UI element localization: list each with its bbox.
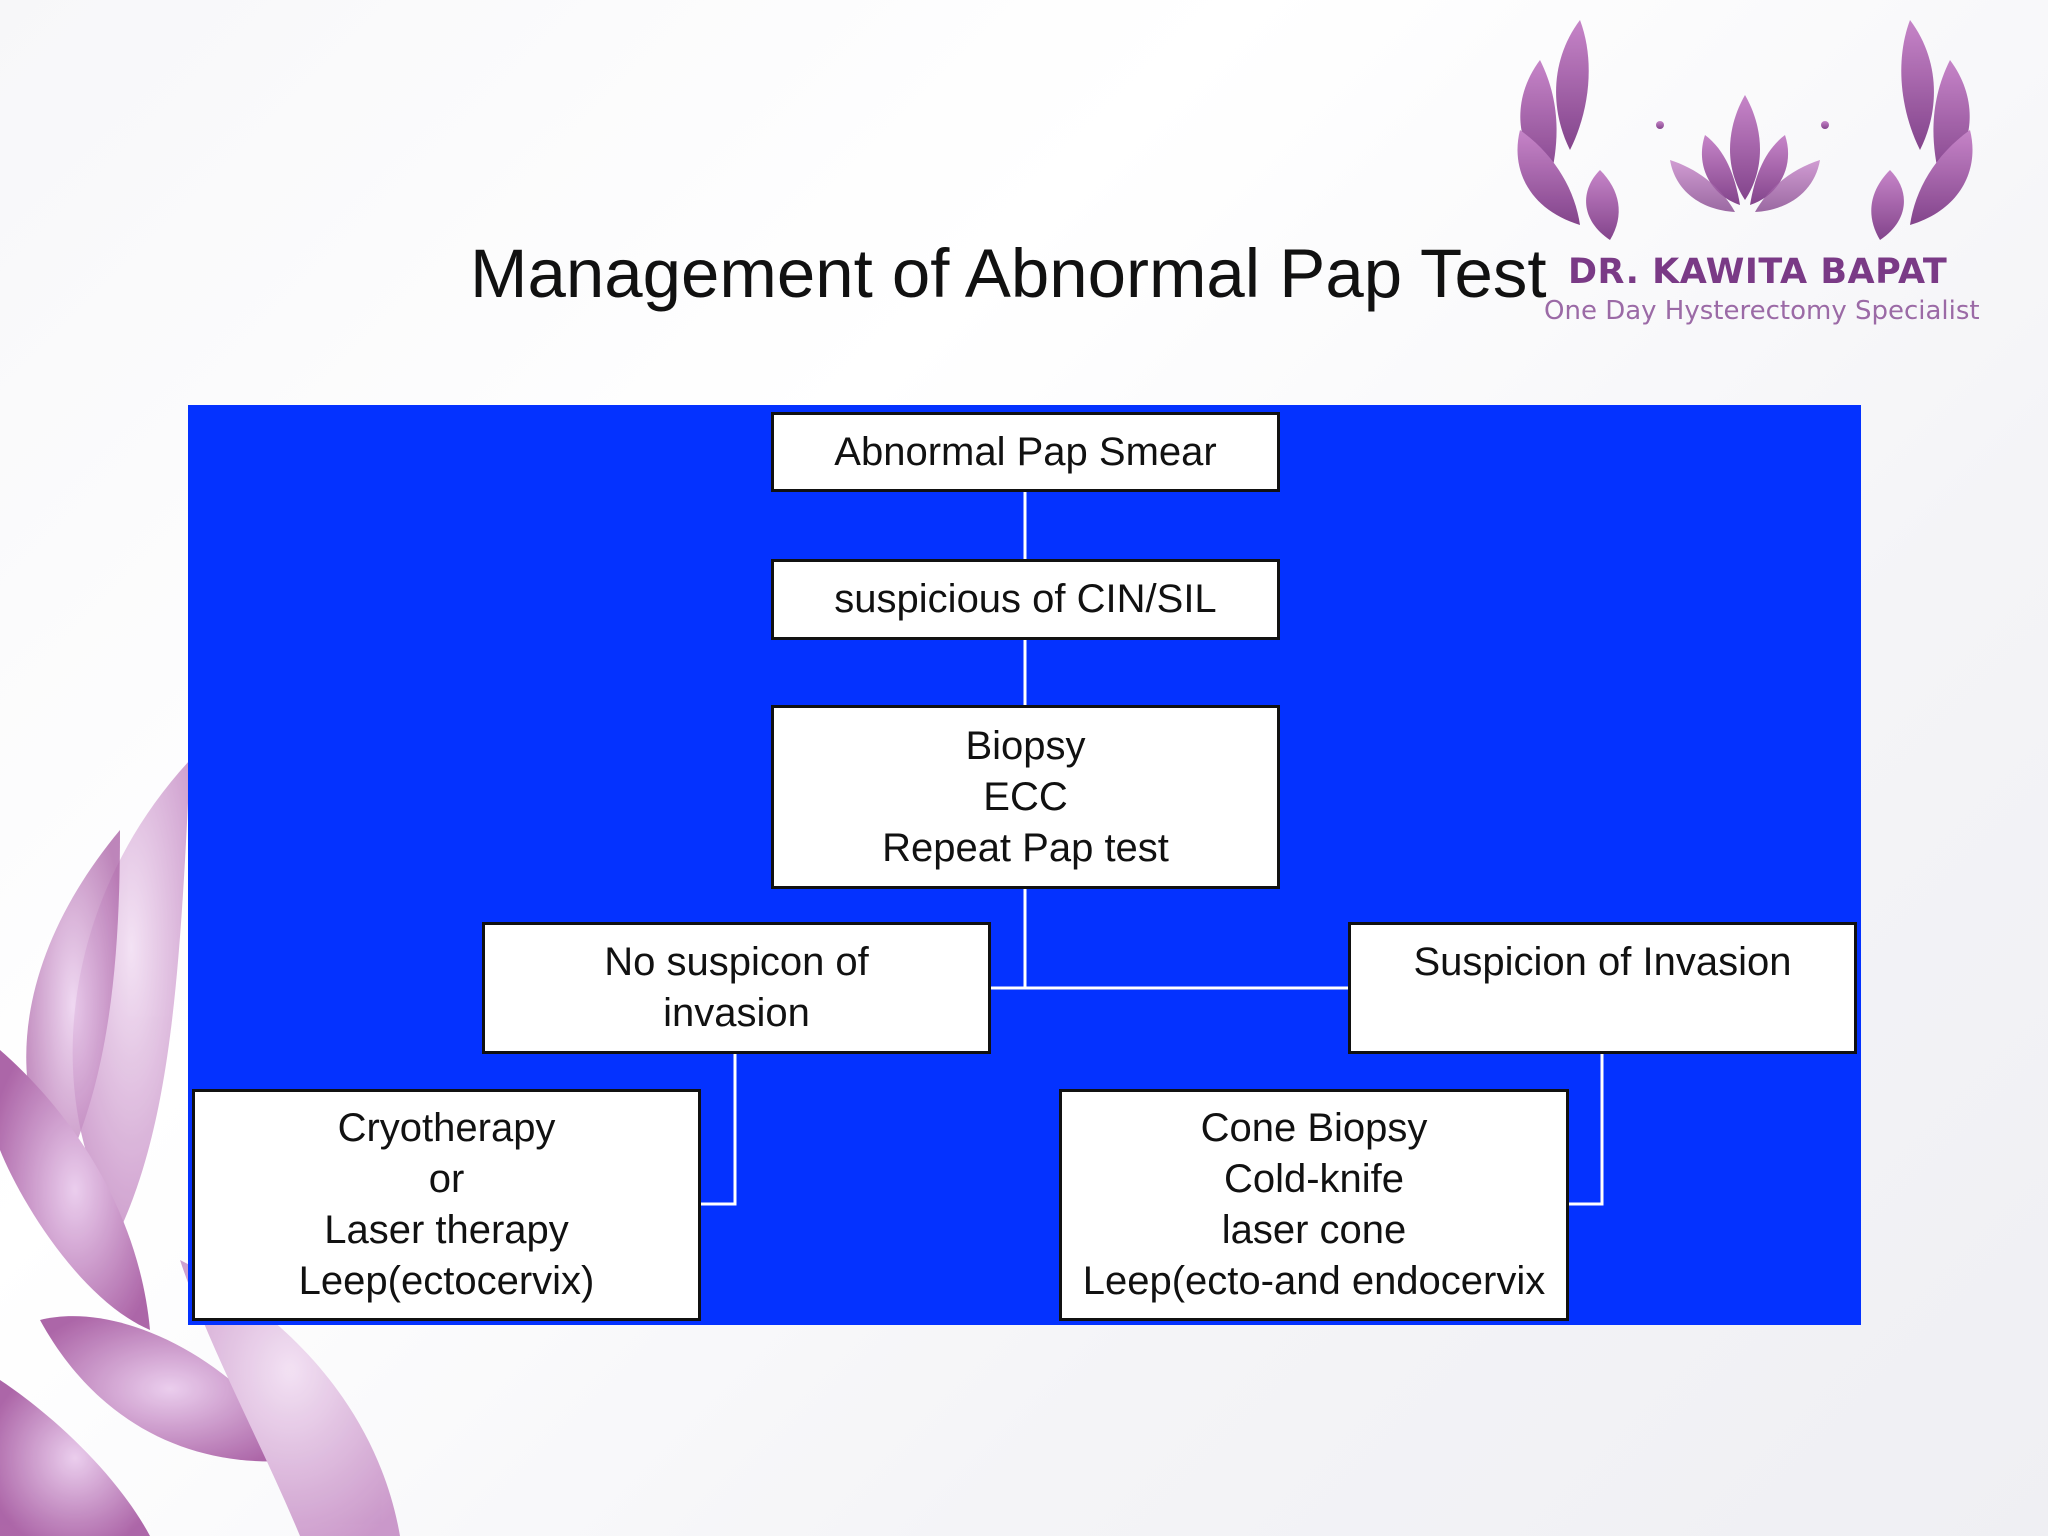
node-cone-biopsy: Cone Biopsy Cold-knife laser cone Leep(e…	[1059, 1089, 1569, 1321]
node-no-suspicion-invasion: No suspicon of invasion	[482, 922, 991, 1054]
connector-no-invasion-to-cryo	[700, 1054, 737, 1206]
node-label: suspicious of CIN/SIL	[834, 577, 1217, 621]
node-label: Repeat Pap test	[882, 825, 1169, 870]
connector-invasion-to-cone	[1568, 1054, 1604, 1206]
node-label: Abnormal Pap Smear	[834, 429, 1217, 474]
node-label: Leep(ecto-and endocervix	[1082, 1259, 1546, 1303]
lotus-wreath-logo	[1517, 20, 1973, 240]
flowchart-connectors	[700, 490, 1604, 1206]
node-label: Cold-knife	[1223, 1157, 1405, 1201]
node-suspicion-of-invasion: Suspicion of Invasion	[1348, 922, 1857, 1054]
node-label: Biopsy	[965, 723, 1086, 768]
node-suspicious-cin-sil: suspicious of CIN/SIL	[771, 559, 1280, 640]
node-label: Cryotherapy	[337, 1106, 556, 1150]
node-label: Laser therapy	[324, 1208, 569, 1252]
node-label: Cone Biopsy	[1200, 1106, 1428, 1150]
node-label: ECC	[983, 774, 1068, 819]
brand-name: DR. KAWITA BAPAT	[1568, 252, 1948, 292]
node-label: laser cone	[1221, 1208, 1407, 1252]
node-abnormal-pap-smear: Abnormal Pap Smear	[771, 412, 1280, 492]
node-label: or	[428, 1157, 465, 1201]
node-label: invasion	[663, 991, 810, 1035]
slide-title: Management of Abnormal Pap Test	[470, 235, 1547, 312]
node-label: Leep(ectocervix)	[298, 1259, 595, 1303]
node-biopsy-ecc-repeat: Biopsy ECC Repeat Pap test	[771, 705, 1280, 889]
node-cryotherapy-laser-leep: Cryotherapy or Laser therapy Leep(ectoce…	[192, 1089, 701, 1321]
node-label: Suspicion of Invasion	[1413, 940, 1792, 984]
node-label: No suspicon of	[604, 940, 869, 984]
flowchart-panel: Abnormal Pap Smear suspicious of CIN/SIL…	[188, 405, 1861, 1325]
brand-tagline: One Day Hysterectomy Specialist	[1544, 296, 1980, 326]
